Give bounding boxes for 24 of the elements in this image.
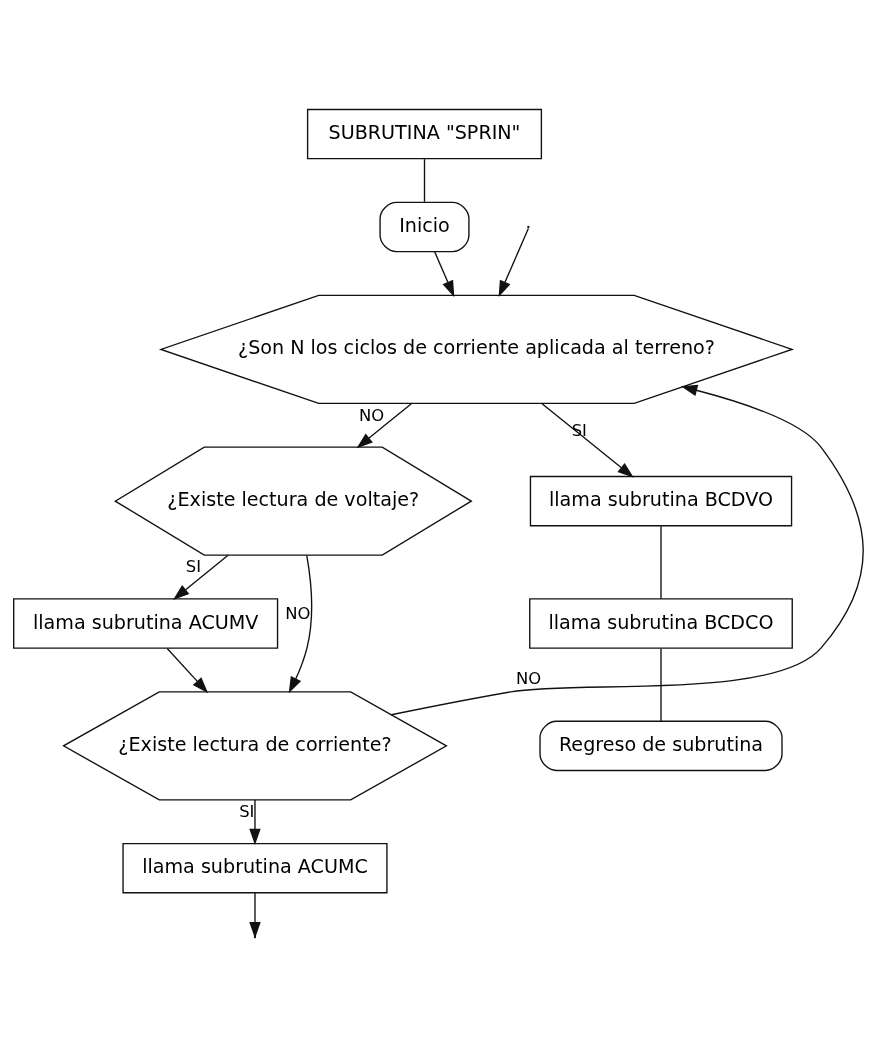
connector [423, 157, 426, 202]
edge-label: NO [285, 603, 311, 623]
edge-label: NO [358, 405, 385, 425]
connector [660, 524, 662, 599]
arrow [288, 554, 313, 693]
node-box: llama subrutina ACUMV [13, 597, 279, 649]
arrow [390, 384, 864, 715]
arrow [541, 402, 634, 478]
arrow [356, 402, 413, 448]
node-box: SUBRUTINA "SPRIN" [306, 108, 543, 159]
node-box: llama subrutina ACUMC [122, 842, 388, 893]
edge-label: SI [239, 801, 255, 821]
arrow [166, 647, 209, 693]
connector [660, 647, 662, 722]
node-box: llama subrutina BCDCO [529, 597, 793, 649]
node-box: Regreso de subrutina [539, 720, 783, 771]
arrow [173, 554, 229, 600]
arrow [434, 250, 455, 297]
edge-label: NO [516, 668, 542, 688]
edge-label: SI [185, 556, 202, 576]
node-box: llama subrutina BCDVO [529, 475, 793, 526]
arrow [498, 227, 530, 297]
node-box: Inicio [379, 201, 470, 252]
arrow [249, 798, 261, 845]
